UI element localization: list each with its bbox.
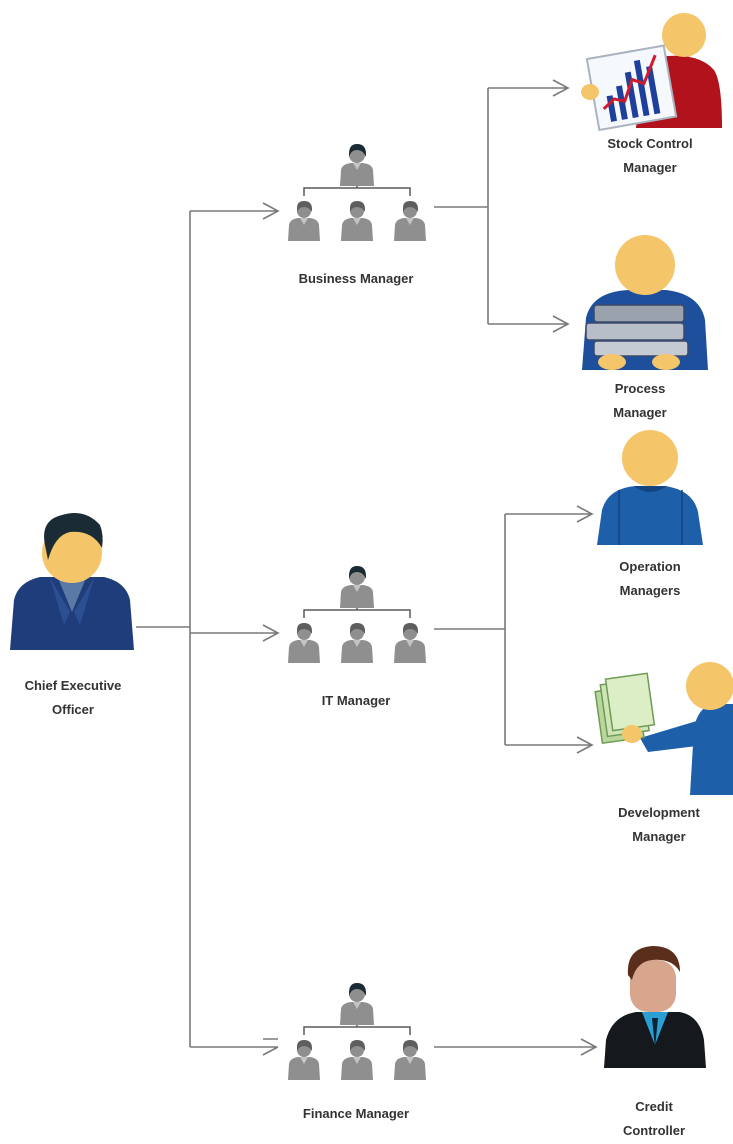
ceo-label-line2: Officer: [52, 702, 94, 717]
to-credit-controller-arrow: [434, 1038, 598, 1056]
team-group-icon-business: [288, 144, 426, 241]
to-process-manager-arrow: [488, 315, 570, 333]
executive-person-icon: [10, 512, 134, 650]
operation-managers-label-line2: Managers: [619, 583, 681, 598]
to-finance-manager-arrow: [190, 1038, 279, 1056]
to-operation-managers-arrow: [505, 505, 594, 523]
development-manager-label-line1: Development: [618, 805, 700, 820]
stock-control-manager-label: Stock Control Manager: [580, 132, 720, 180]
to-development-manager-arrow: [505, 736, 594, 754]
connector-lines: [136, 79, 598, 1056]
stock-control-label-line1: Stock Control: [607, 136, 693, 151]
to-it-manager-arrow: [190, 624, 280, 642]
ceo-trunk-connector: [136, 211, 191, 1047]
person-icon: [597, 430, 703, 545]
finance-manager-label: Finance Manager: [302, 1106, 410, 1121]
to-business-manager-arrow: [190, 202, 280, 220]
credit-controller-label-line1: Credit: [635, 1099, 673, 1114]
credit-controller-label: Credit Controller: [594, 1095, 714, 1143]
stock-control-label-line2: Manager: [623, 160, 677, 175]
ceo-label: Chief Executive Officer: [0, 674, 146, 722]
operation-managers-label: Operation Managers: [588, 555, 712, 603]
team-group-icon-finance: [288, 983, 426, 1080]
person-with-chart-icon: [581, 13, 722, 132]
business-manager-label: Business Manager: [298, 271, 414, 286]
team-group-icon-it: [288, 566, 426, 663]
operation-managers-label-line1: Operation: [619, 559, 681, 574]
process-manager-label: Process Manager: [580, 377, 700, 425]
businessman-photo-icon: [604, 946, 706, 1068]
business-branch-connector: [434, 88, 489, 324]
person-with-money-icon: [594, 662, 733, 795]
to-stock-control-arrow: [488, 79, 570, 97]
it-branch-connector: [434, 514, 506, 745]
ceo-label-line1: Chief Executive: [24, 678, 122, 693]
development-manager-label-line2: Manager: [632, 829, 686, 844]
process-manager-label-line2: Manager: [613, 405, 667, 420]
process-manager-label-line1: Process: [614, 381, 666, 396]
person-with-books-icon: [582, 235, 708, 370]
it-manager-label: IT Manager: [321, 693, 391, 708]
credit-controller-label-line2: Controller: [622, 1123, 686, 1138]
development-manager-label: Development Manager: [593, 801, 725, 849]
